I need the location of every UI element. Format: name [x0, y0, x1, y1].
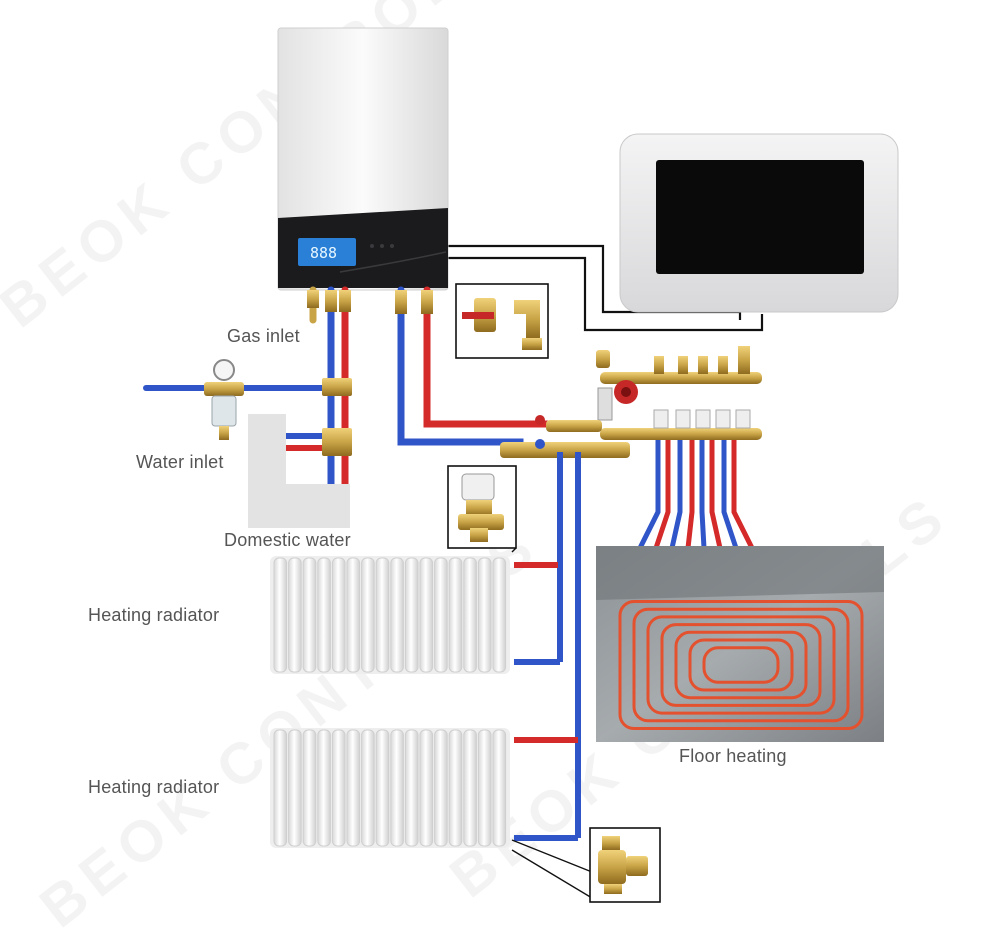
radiator-column: [419, 557, 434, 673]
floor-heating-photo: [596, 546, 884, 742]
heating-radiator-2: [270, 728, 510, 848]
radiator-column: [317, 729, 331, 847]
domestic-water-wall: [248, 414, 350, 528]
radiator-column: [492, 729, 507, 847]
floor-loop-pipes: [637, 440, 755, 550]
water-inlet-filter: [204, 359, 244, 440]
radiator-pipes: [514, 452, 581, 841]
radiator-column: [463, 729, 477, 847]
thermostat-wiring: [448, 244, 764, 332]
boiler-display-readout: 888: [310, 244, 337, 262]
radiator-column: [331, 729, 346, 847]
radiator-column: [448, 557, 463, 673]
gas-inlet-label: Gas inlet: [227, 326, 300, 346]
radiator-column: [463, 557, 477, 673]
radiator-column: [448, 729, 463, 847]
pressure-gauge-icon: [213, 359, 235, 381]
radiator-column: [288, 729, 302, 847]
radiator-column: [273, 729, 288, 847]
radiator-column: [375, 729, 390, 847]
radiator-column: [302, 557, 317, 673]
boiler-display: [298, 238, 356, 266]
thermostat-screen: [656, 160, 864, 274]
boiler-fittings: [307, 290, 433, 456]
touchscreen-thermostat: [619, 133, 899, 313]
radiator-column: [302, 729, 317, 847]
floor-heating-manifold: [500, 346, 762, 458]
actuator-heads: [653, 409, 751, 429]
valve-handle-icon: [462, 312, 494, 319]
radiator-column: [361, 557, 375, 673]
radiator-column: [390, 557, 404, 673]
radiator-column: [492, 557, 507, 673]
boiler-buttons: [370, 244, 394, 248]
radiator-column: [317, 557, 331, 673]
heating-radiator-2-label: Heating radiator: [88, 777, 220, 797]
gas-boiler: 888: [277, 27, 449, 291]
lockshield-valve-inset: [511, 827, 661, 903]
domestic-water-label: Domestic water: [224, 530, 351, 550]
radiator-column: [434, 729, 448, 847]
radiator-column: [288, 557, 302, 673]
radiator-column: [375, 557, 390, 673]
radiator-valve-inset: [447, 465, 517, 553]
radiator-column: [361, 729, 375, 847]
manifold-return-bar: [600, 428, 762, 440]
radiator-column: [273, 557, 288, 673]
radiator-column: [477, 729, 492, 847]
manifold-supply-bar: [600, 372, 762, 384]
floor-heating-pipe-spiral: [618, 600, 864, 730]
water-inlet-label: Water inlet: [136, 452, 224, 472]
radiator-column: [331, 557, 346, 673]
radiator-column: [419, 729, 434, 847]
heating-radiator-1-label: Heating radiator: [88, 605, 220, 625]
floor-heating-label: Floor heating: [679, 746, 787, 766]
radiator-column: [346, 729, 361, 847]
radiator-column: [477, 557, 492, 673]
radiator-column: [390, 729, 404, 847]
radiator-column: [404, 557, 419, 673]
radiator-column: [434, 557, 448, 673]
radiator-column: [346, 557, 361, 673]
heating-radiator-1: [270, 556, 510, 674]
radiator-column: [404, 729, 419, 847]
boiler-control-panel: [278, 208, 448, 288]
gas-valve-inset: [455, 283, 549, 359]
